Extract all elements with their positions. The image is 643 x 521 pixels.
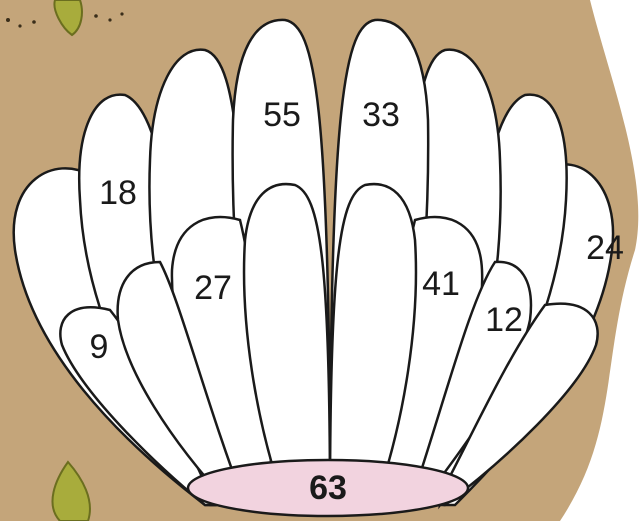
petal-number-41: 41	[422, 265, 460, 303]
petal-number-33: 33	[362, 96, 400, 134]
petal-number-27: 27	[194, 269, 232, 307]
petal-number-18: 18	[99, 174, 137, 212]
petal-number-9: 9	[90, 328, 109, 366]
petal-number-24: 24	[586, 229, 624, 267]
petal-number-12: 12	[485, 301, 523, 339]
petal-number-55: 55	[263, 96, 301, 134]
base-number-63: 63	[309, 469, 347, 507]
